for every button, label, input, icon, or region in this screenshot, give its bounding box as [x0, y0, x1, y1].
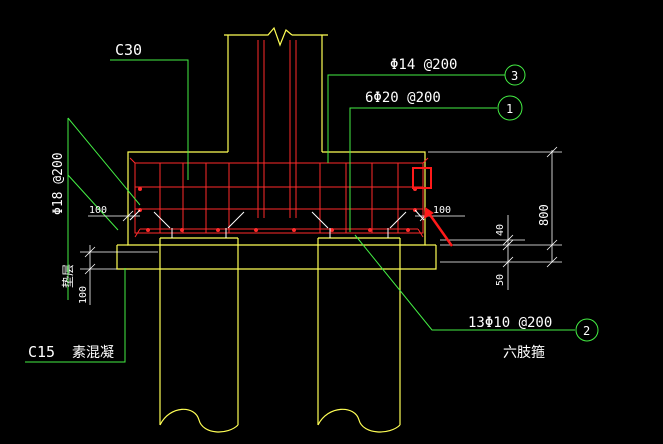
side-rebar-leader	[67, 117, 141, 300]
highlight-arrow	[426, 211, 454, 247]
highlight-marker	[412, 167, 454, 247]
pile-anchor-bars	[129, 209, 425, 238]
side-rebar-leader-ext	[67, 174, 119, 231]
right-pile-outline	[317, 238, 401, 425]
c15-leader	[25, 268, 126, 363]
stirrup-spec: 13Φ10 @200	[468, 315, 552, 331]
callout-circle-3	[504, 64, 526, 86]
callout-number-3: 3	[511, 69, 518, 83]
rebar-dot	[292, 228, 296, 232]
dim-pile-embed-text: 50	[495, 274, 506, 286]
rebar-dot	[330, 228, 334, 232]
pile-anchor-bar	[311, 211, 407, 238]
left-pile-outline	[159, 238, 239, 425]
blinding-grade-label: C15	[28, 343, 55, 361]
blinding-layer-outline	[116, 245, 437, 270]
rebar-dot	[254, 228, 258, 232]
stirrup-type-label: 六肢箍	[503, 344, 545, 361]
dim-tick	[502, 256, 514, 268]
main-rebar-spec: 6Φ20 @200	[365, 90, 441, 106]
dim-tick	[122, 210, 134, 222]
dim-tick	[502, 234, 514, 246]
side-bar-tick	[129, 209, 425, 221]
callout-circles	[497, 64, 599, 342]
dimension-lines	[80, 146, 562, 305]
concrete-outline	[116, 26, 437, 433]
rebar-dot	[146, 228, 150, 232]
rebar-layout	[129, 40, 429, 238]
callout-circle-2	[575, 318, 599, 342]
drawing-labels: C30 Φ14 @200 3 6Φ20 @200 1 Φ18 @200 13Φ1…	[28, 41, 590, 361]
stirrup-leader	[354, 234, 575, 331]
pile-anchor-bar	[153, 211, 245, 238]
highlight-arrowhead	[424, 207, 434, 219]
blinding-material-label: 素混凝	[72, 345, 114, 361]
top-rebar-spec: Φ14 @200	[390, 57, 457, 73]
dim-tick	[502, 239, 514, 251]
dim-cover-left-text: 100	[89, 205, 107, 216]
left-pile-break	[159, 408, 239, 433]
side-rebar-spec: Φ18 @200	[51, 152, 66, 215]
main-rebar-leader	[349, 107, 497, 232]
leader-lines	[25, 59, 575, 363]
column-outline	[224, 34, 328, 152]
dim-tick	[546, 239, 558, 251]
rebar-dot	[138, 187, 142, 191]
concrete-grade-label: C30	[115, 41, 142, 59]
dim-cover-right-text: 100	[433, 205, 451, 216]
column-break-mark	[260, 26, 293, 47]
dim-tick	[84, 263, 96, 275]
pile-cap-outline	[127, 151, 426, 246]
c30-leader	[110, 59, 189, 180]
top-rebar-leader	[327, 74, 505, 163]
callout-circle-1	[497, 95, 523, 121]
bar-hook	[129, 157, 429, 164]
rebar-dot	[216, 228, 220, 232]
dim-tick	[84, 246, 96, 258]
dim-bottom-cover-text: 40	[495, 224, 506, 236]
rebar-dot	[368, 228, 372, 232]
highlight-box	[412, 167, 432, 189]
dim-blinding-text: 100	[78, 286, 89, 304]
callout-number-2: 2	[583, 324, 590, 338]
dim-depth-text: 800	[537, 204, 551, 226]
blinding-label: 垫层	[60, 264, 75, 288]
right-pile-break	[317, 408, 401, 433]
rebar-dot	[180, 228, 184, 232]
bar-hook	[134, 228, 424, 238]
rebar-cage	[134, 162, 424, 234]
dim-tick	[546, 146, 558, 158]
rebar-dot	[406, 228, 410, 232]
dim-tick	[546, 256, 558, 268]
callout-number-1: 1	[506, 102, 513, 116]
